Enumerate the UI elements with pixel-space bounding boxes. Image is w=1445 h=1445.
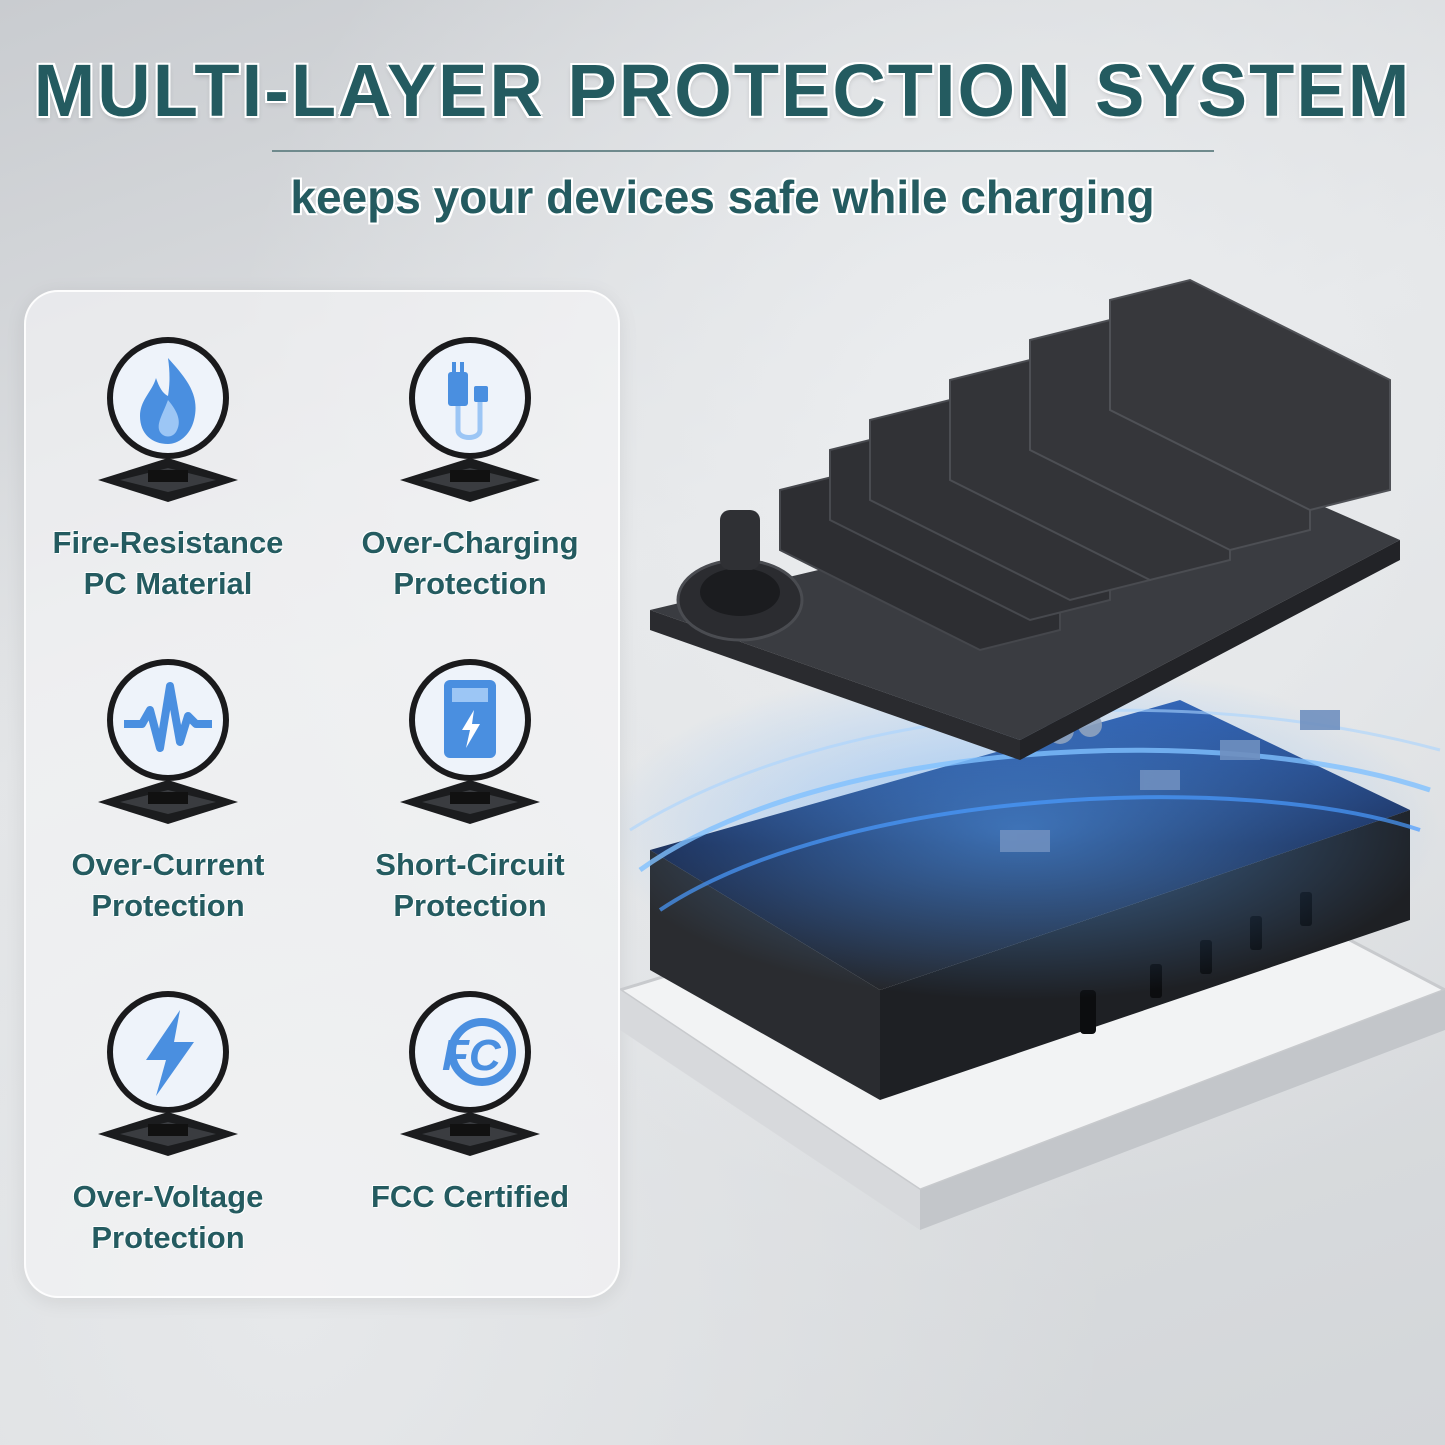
feature-label: Over-Current Protection	[71, 847, 265, 923]
pulse-wave-icon	[98, 659, 238, 824]
feature-fire-resistance: Fire-Resistance PC Material	[28, 330, 308, 604]
page-title: MULTI-LAYER PROTECTION SYSTEM	[33, 49, 1412, 132]
fcc-logo-icon: FC	[400, 991, 540, 1156]
feature-label: Short-Circuit Protection	[375, 847, 565, 923]
lightning-bolt-icon	[98, 991, 238, 1156]
feature-label: FCC Certified	[370, 1179, 570, 1214]
feature-fcc-certified: FC FCC Certified	[330, 984, 610, 1217]
title-divider	[272, 150, 1214, 152]
feature-label: Over-Charging Protection	[361, 525, 579, 601]
flame-icon	[98, 337, 238, 502]
battery-card-icon	[400, 659, 540, 824]
tray-dividers	[779, 278, 1391, 652]
charger-plug-icon	[400, 337, 540, 502]
feature-short-circuit: Short-Circuit Protection	[330, 652, 610, 926]
feature-over-charging: Over-Charging Protection	[330, 330, 610, 604]
feature-label: Over-Voltage Protection	[72, 1179, 264, 1255]
charging-station-illustration	[620, 278, 1445, 1230]
feature-over-current: Over-Current Protection	[28, 652, 308, 926]
feature-over-voltage: Over-Voltage Protection	[28, 984, 308, 1258]
svg-text:FC: FC	[442, 1031, 502, 1080]
page-subtitle: keeps your devices safe while charging	[290, 171, 1155, 223]
watch-holder	[676, 510, 804, 642]
feature-label: Fire-Resistance PC Material	[52, 525, 284, 601]
